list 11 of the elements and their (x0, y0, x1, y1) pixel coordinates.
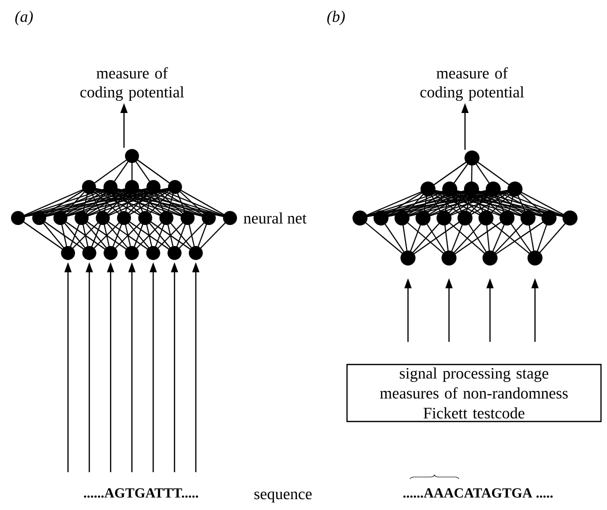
layer-label: neural net (244, 212, 307, 224)
neural-net-drawing (352, 150, 578, 266)
output-label: measure of coding potential (420, 67, 524, 101)
panel-label: (a) (15, 10, 33, 26)
sequence-text: ......AAACATAGTGA ..... (403, 488, 553, 498)
panel-label: (b) (327, 10, 345, 26)
sequence-text: ......AGTGATTT..... (84, 488, 198, 498)
axis-label: sequence (254, 491, 312, 503)
output-label: measure of coding potential (80, 67, 184, 101)
neural-net-drawing (11, 149, 237, 260)
process-box: signal processing stage measures of non-randomness Fickett testcode (346, 364, 602, 422)
